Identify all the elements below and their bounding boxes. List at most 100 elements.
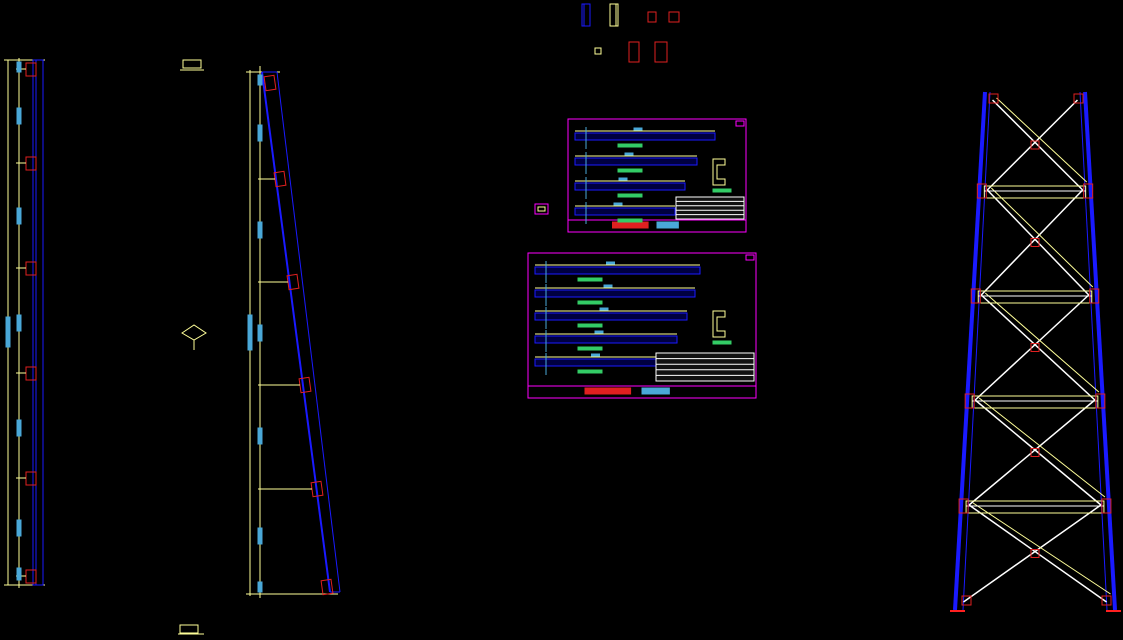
member-dimension-text [594,330,604,334]
segment-dimension-text [16,519,22,537]
straight-column-elevation [4,58,45,588]
x-brace-edge [978,397,1106,498]
bolt-detail [179,624,199,634]
member-label [617,218,643,223]
x-brace-edge [984,292,1100,393]
member-bar [534,358,671,367]
member-bar [534,266,701,275]
member-dimension-text [606,261,615,265]
member-dimension-text [603,284,613,288]
tower-leg-right [1083,91,1117,611]
section-label [712,188,732,193]
strut-connection-plate [1083,183,1094,199]
small-detail-box [534,203,549,215]
x-brace [986,189,1090,296]
segment-dimension-text [16,207,22,225]
connection-plate [25,62,37,77]
connection-plate [25,471,37,486]
top-plate [1073,93,1084,104]
connection-plate [286,273,300,291]
title-block-field [612,221,649,229]
base-plate [1101,595,1112,606]
member-bar [574,157,698,166]
x-brace [980,189,1084,296]
connection-plate [263,74,277,92]
member-label [577,346,603,351]
brace-gusset-plate [1030,549,1040,558]
x-brace [968,399,1096,506]
section-label [712,340,732,345]
horizontal-strut [977,290,1093,304]
tapered-member-outer [276,71,341,593]
strut-connection-plate [964,393,975,409]
top-plate [988,93,999,104]
segment-dimension-text [16,107,22,125]
member-bar [534,312,688,321]
member-label [577,300,603,305]
connection-plate [320,578,334,596]
x-brace-edge [996,97,1088,183]
overall-dimension-text [5,316,11,348]
small-detail-inner [537,206,546,212]
brace-gusset-plate [1030,343,1040,352]
member-label [577,277,603,282]
member-bar [574,207,676,216]
member-bar [574,132,716,141]
member-bar [574,182,686,191]
x-brace-edge [990,187,1094,288]
channel-section-detail [712,158,726,186]
member-dimension-text [624,152,634,156]
member-label [617,143,643,148]
title-block-field [584,387,632,395]
member-label [617,193,643,198]
detail-sheets [527,118,757,399]
brace-gusset-plate [1030,238,1040,247]
x-brace [992,99,1084,191]
member-dimension-text [613,202,623,206]
horizontal-strut [965,500,1105,514]
tapered-member-inner [261,71,331,593]
member-dimension-text [599,307,609,311]
strut-connection-plate [1101,498,1112,514]
horizontal-strut [983,185,1087,199]
connection-plate [273,170,287,188]
connection-plate [298,376,312,394]
sheet-border [567,118,747,233]
connection-plate [25,261,37,276]
segment-dimension-text [16,314,22,332]
member-bar [534,335,678,344]
member-label [617,168,643,173]
bill-of-materials-table [675,196,745,220]
strut-connection-plate [1095,393,1106,409]
column-member [32,59,44,586]
strut-connection-plate [970,288,981,304]
tower-elevation [950,91,1121,612]
title-block-field [641,387,670,395]
member-bar [534,289,696,298]
brace-gusset-plate [1030,448,1040,457]
x-brace [980,294,1096,401]
member-dimension-text [591,353,600,357]
base-plate [961,595,972,606]
segment-dimension-text [257,581,263,593]
member-dimension-text [633,127,643,131]
tower-leg-right-inner [1079,91,1108,611]
section-detail [654,41,668,63]
x-brace-edge [972,502,1111,595]
base-plate-symbol [181,324,207,341]
sheet-corner-mark [735,120,745,127]
segment-dimension-text [257,221,263,239]
strut-connection-plate [1089,288,1100,304]
tapered-column-elevation [246,66,341,598]
section-detail [609,3,619,27]
x-brace [974,399,1102,506]
segment-dimension-text [257,427,263,445]
x-brace [986,99,1078,191]
section-detail [668,11,680,23]
connection-plate [25,366,37,381]
sheet-border [527,252,757,399]
member-dimension-text [618,177,628,181]
detail-sheet-2 [527,252,757,399]
channel-section-detail [712,310,726,338]
